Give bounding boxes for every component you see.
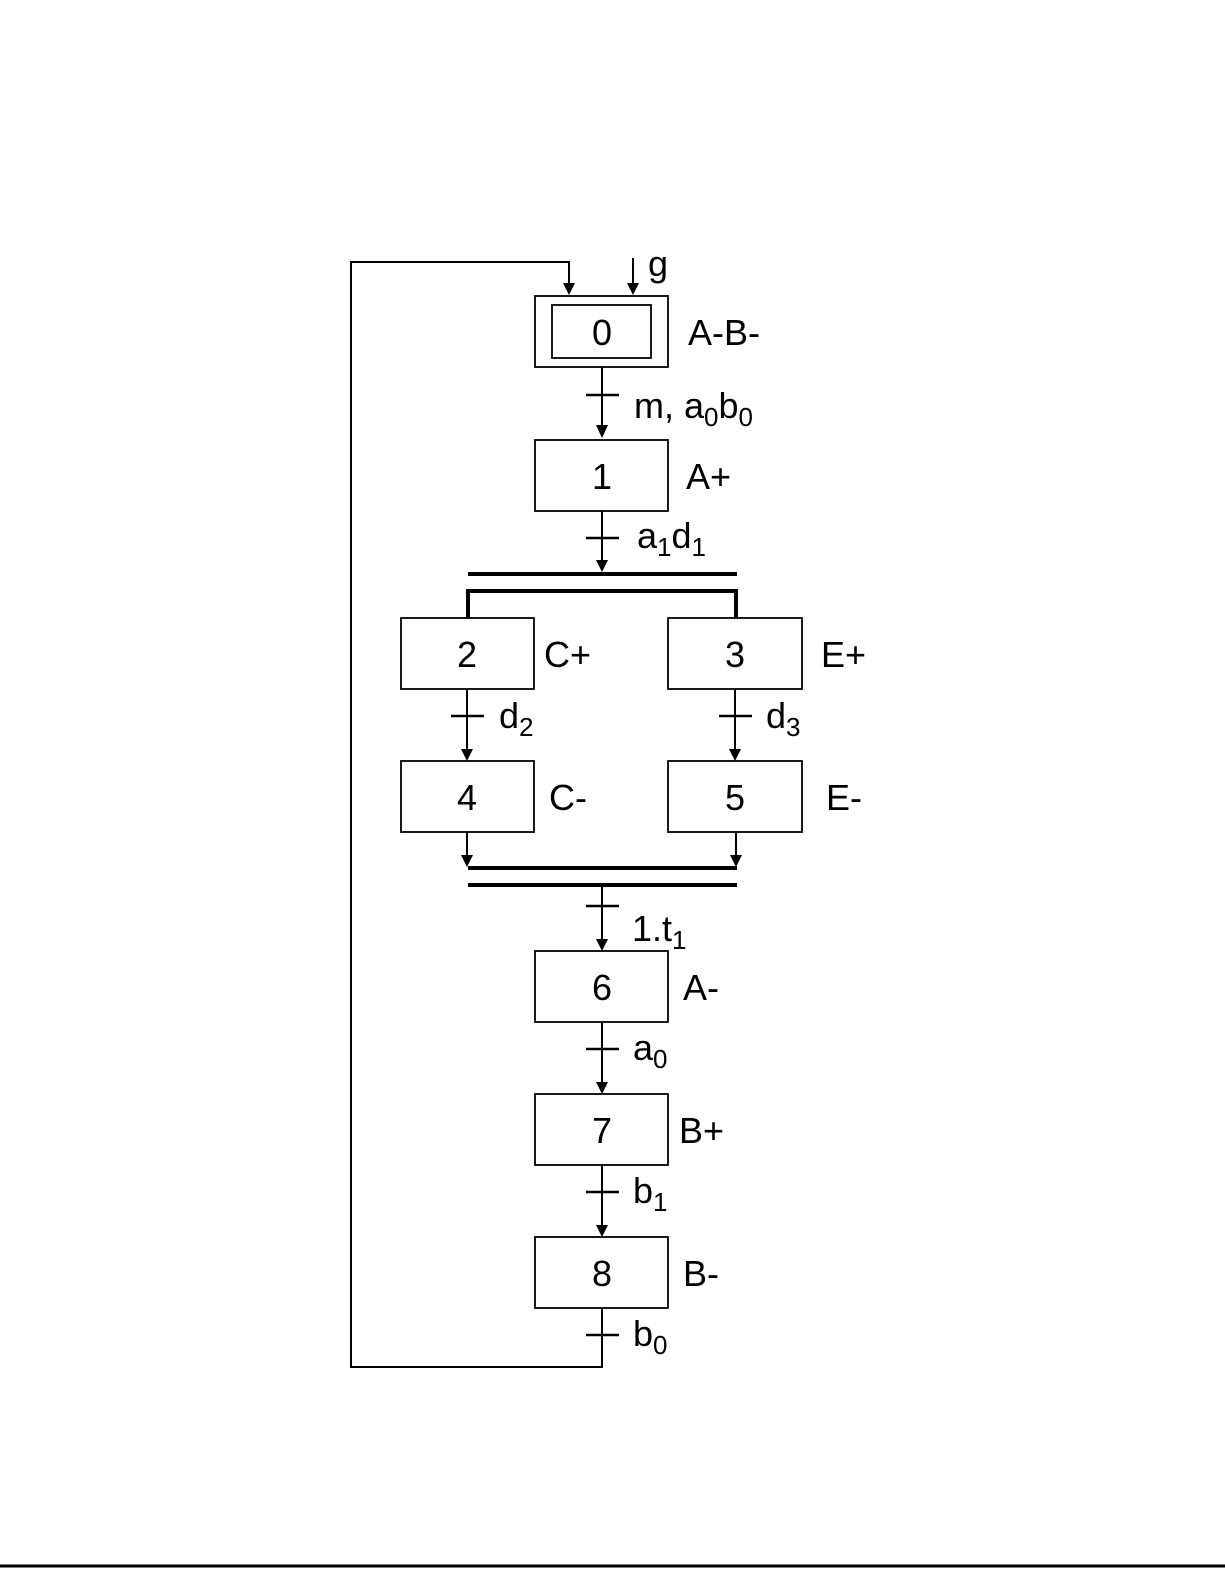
step-8-action: B-	[683, 1253, 719, 1294]
step-5-action: E-	[826, 777, 862, 818]
transition-2-4-condition: d2	[499, 695, 534, 742]
transition-7-8-condition: b1	[633, 1170, 668, 1217]
initial-input-label: g	[648, 243, 668, 284]
step-0: 0	[535, 296, 668, 367]
step-6-action: A-	[683, 967, 719, 1008]
transition-3-5-condition: d3	[766, 695, 801, 742]
arrowhead-6-7	[596, 1082, 608, 1094]
transition-0-1-part: m, a	[634, 385, 705, 426]
step-0-number: 0	[592, 312, 612, 353]
step-4-action: C-	[549, 777, 587, 818]
step-6-number: 6	[592, 967, 612, 1008]
arrowhead-convergence-6	[596, 939, 608, 951]
loop-back-arrowhead	[563, 283, 575, 295]
transition-6-7-condition: a0	[633, 1027, 668, 1074]
arrowhead-4-convergence	[461, 855, 473, 867]
step-5-number: 5	[725, 777, 745, 818]
step-0-action: A-B-	[688, 312, 760, 353]
transition-0-1-condition: m, a0b0	[634, 385, 753, 432]
step-3-number: 3	[725, 634, 745, 675]
transition-convergence-6-condition: 1.t1	[632, 908, 687, 955]
step-4-number: 4	[457, 777, 477, 818]
arrowhead-7-8	[596, 1225, 608, 1237]
arrowhead-2-4	[461, 749, 473, 761]
step-8-number: 8	[592, 1253, 612, 1294]
initial-input-arrowhead	[627, 283, 639, 295]
transition-8-0-condition: b0	[633, 1313, 668, 1360]
transition-1-condition: a1d1	[637, 515, 706, 562]
step-3-action: E+	[821, 634, 866, 675]
step-2-number: 2	[457, 634, 477, 675]
arrowhead-0-1	[596, 425, 608, 438]
step-7-number: 7	[592, 1110, 612, 1151]
step-7-action: B+	[679, 1110, 724, 1151]
step-2-action: C+	[544, 634, 591, 675]
step-1-number: 1	[592, 456, 612, 497]
arrowhead-1-divergence	[596, 560, 608, 572]
arrowhead-5-convergence	[730, 855, 742, 867]
arrowhead-3-5	[729, 749, 741, 761]
step-1-action: A+	[686, 456, 731, 497]
